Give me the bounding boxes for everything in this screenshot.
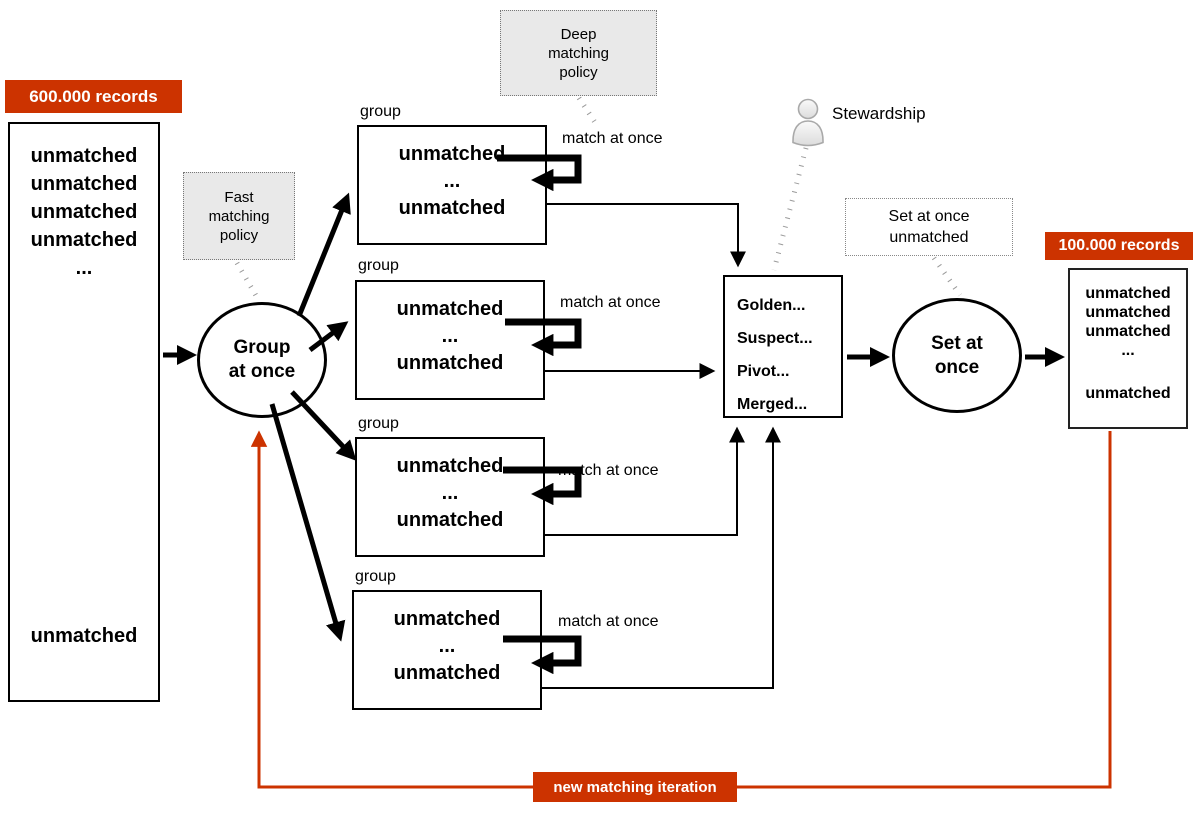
group-box: unmatched ... unmatched [357, 125, 547, 245]
match-at-once-label: match at once [562, 130, 663, 147]
stewardship-connector [771, 147, 809, 271]
group1-to-golden [547, 203, 746, 268]
group-label: group [360, 103, 401, 120]
result-records-banner: 100.000 records [1045, 232, 1193, 260]
group-circle-to-group4-arrow [269, 403, 346, 642]
node-line: at once [228, 361, 296, 382]
note-line: matching [208, 207, 270, 225]
group-record: unmatched [398, 143, 506, 165]
set-at-once-unmatched-note: Set at once unmatched [845, 198, 1013, 256]
set-at-once-node: Set at once [892, 298, 1022, 413]
node-line: Set at [931, 332, 983, 354]
match-result-item: Golden... [737, 297, 806, 314]
source-line: unmatched [30, 201, 138, 223]
note-line: policy [219, 226, 259, 244]
group-at-once-node: Group at once [197, 302, 327, 418]
main-flow-arrows [163, 192, 1065, 642]
note-line: Deep [560, 25, 597, 43]
result-line: unmatched [1085, 285, 1171, 302]
stewardship-label: Stewardship [832, 104, 926, 123]
group3-to-golden [545, 426, 745, 536]
group-ellipsis: ... [443, 170, 461, 192]
source-records-box: unmatched unmatched unmatched unmatched … [8, 122, 160, 702]
group-record: unmatched [396, 509, 504, 531]
note-line: policy [559, 63, 598, 81]
group-record: unmatched [393, 608, 501, 630]
node-line: once [934, 356, 980, 378]
source-line: unmatched [30, 625, 138, 647]
group-label: group [358, 257, 399, 274]
match-result-item: Pivot... [737, 363, 790, 380]
person-icon [792, 98, 824, 147]
group-box: unmatched ... unmatched [352, 590, 542, 710]
result-line: unmatched [1085, 385, 1171, 402]
group-record: unmatched [393, 662, 501, 684]
result-records-box: unmatched unmatched unmatched ... unmatc… [1068, 268, 1188, 429]
new-matching-iteration-label: new matching iteration [533, 772, 737, 802]
group-box: unmatched ... unmatched [355, 437, 545, 557]
note-line: unmatched [889, 229, 969, 246]
result-line: unmatched [1085, 304, 1171, 321]
node-line: Group [233, 337, 291, 358]
note-line: matching [548, 44, 609, 62]
note-line: Set at once [888, 208, 970, 225]
result-ellipsis: ... [1121, 342, 1135, 359]
result-line: unmatched [1085, 323, 1171, 340]
group-ellipsis: ... [441, 325, 459, 347]
group-label: group [355, 568, 396, 585]
group-record: unmatched [398, 197, 506, 219]
match-result-item: Suspect... [737, 330, 813, 347]
source-line: unmatched [30, 173, 138, 195]
group-circle-to-group1-arrow [296, 192, 351, 317]
deep-matching-policy-note: Deep matching policy [500, 10, 657, 96]
source-line: unmatched [30, 145, 138, 167]
match-at-once-label: match at once [558, 462, 659, 479]
match-at-once-label: match at once [558, 613, 659, 630]
group-record: unmatched [396, 455, 504, 477]
group-ellipsis: ... [441, 482, 459, 504]
match-result-item: Merged... [737, 396, 808, 413]
fast-policy-connector [234, 261, 261, 301]
group-label: group [358, 415, 399, 432]
group-record: unmatched [396, 298, 504, 320]
source-records-banner: 600.000 records [5, 80, 182, 113]
fast-matching-policy-note: Fast matching policy [183, 172, 295, 260]
note-line: Fast [224, 188, 254, 206]
source-ellipsis: ... [75, 257, 93, 279]
match-result-box: Golden... Suspect... Pivot... Merged... [723, 275, 843, 418]
match-at-once-label: match at once [560, 294, 661, 311]
group-record: unmatched [396, 352, 504, 374]
group-box: unmatched ... unmatched [355, 280, 545, 400]
source-line: unmatched [30, 229, 138, 251]
group-ellipsis: ... [438, 635, 456, 657]
deep-policy-connector [576, 96, 601, 129]
set-note-connector [931, 256, 963, 297]
